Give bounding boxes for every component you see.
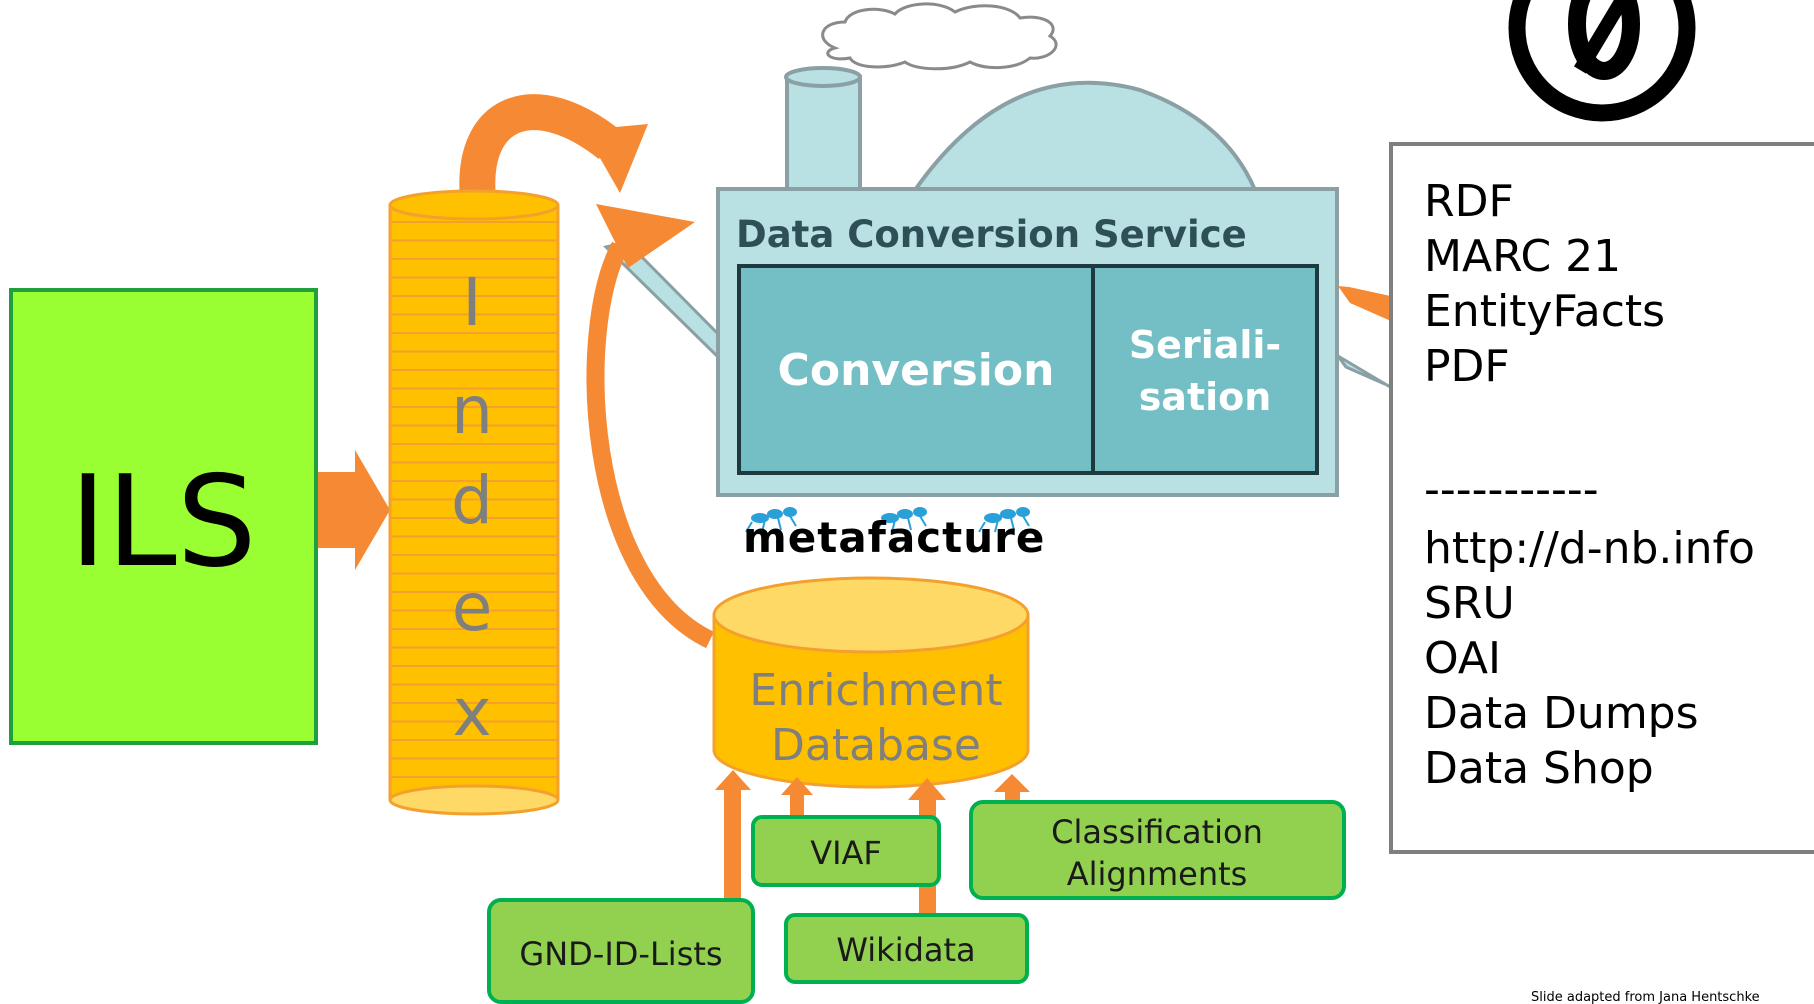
output-separator: ----------- — [1424, 464, 1599, 515]
classification-label-line2: Alignments — [1067, 855, 1248, 893]
conversion-label: Conversion — [778, 345, 1055, 396]
ils-label: ILS — [69, 448, 256, 595]
classification-label-line1: Classification — [1051, 813, 1263, 851]
ant-icon — [875, 507, 927, 533]
viaf-label: VIAF — [810, 834, 882, 872]
cc0-logo-icon — [1508, 0, 1696, 122]
slide-credit: Slide adapted from Jana Hentschke — [1531, 990, 1760, 1004]
ils-to-index-arrow — [318, 450, 390, 570]
serialisation-label-line2: sation — [1139, 375, 1272, 419]
index-letter: e — [452, 569, 493, 646]
output-format: EntityFacts — [1424, 286, 1665, 337]
output-channel: Data Dumps — [1424, 688, 1699, 739]
smoke-cloud-icon — [821, 2, 1058, 71]
output-format: PDF — [1424, 341, 1510, 392]
ils-box — [9, 288, 318, 745]
serialisation-label-line1: Seriali- — [1129, 323, 1281, 367]
index-letter: d — [451, 462, 493, 539]
enrichment-to-service-arrow — [586, 204, 715, 649]
source-wikidata: Wikidata — [784, 913, 1029, 984]
source-viaf: VIAF — [751, 815, 941, 887]
serialisation-box — [1091, 264, 1319, 475]
service-title: Data Conversion Service — [736, 213, 1247, 256]
enrichment-database: Enrichment Database — [712, 576, 1030, 789]
metafacture-logo: metafacture — [743, 507, 1045, 562]
ant-icon — [978, 507, 1030, 533]
source-gnd-id-lists: GND-ID-Lists — [487, 898, 755, 1004]
classification-arrow — [994, 774, 1030, 806]
factory-dome — [911, 80, 1259, 192]
output-channel: OAI — [1424, 633, 1501, 684]
metafacture-label: metafacture — [743, 513, 1045, 562]
index-to-service-arrow — [459, 94, 648, 200]
output-channel: http://d-nb.info — [1424, 523, 1755, 574]
output-channel: Data Shop — [1424, 743, 1654, 794]
factory-building — [784, 2, 1259, 192]
factory-chimney — [784, 66, 862, 192]
viaf-arrow — [781, 777, 813, 820]
ant-icon — [745, 507, 797, 533]
index-letter: n — [451, 372, 493, 449]
gnd-arrow — [715, 770, 751, 903]
output-format: RDF — [1424, 176, 1514, 227]
gnd-label: GND-ID-Lists — [519, 935, 722, 973]
wikidata-label: Wikidata — [836, 931, 975, 969]
index-letter: x — [452, 674, 491, 751]
enrichment-label-line2: Database — [771, 720, 981, 771]
enrichment-label-line1: Enrichment — [749, 665, 1002, 716]
output-channel: SRU — [1424, 578, 1515, 629]
source-classification-alignments: Classification Alignments — [969, 800, 1346, 900]
output-box — [1389, 142, 1814, 854]
index-cylinder — [388, 189, 560, 816]
output-format: MARC 21 — [1424, 231, 1621, 282]
index-letter: I — [462, 264, 481, 341]
